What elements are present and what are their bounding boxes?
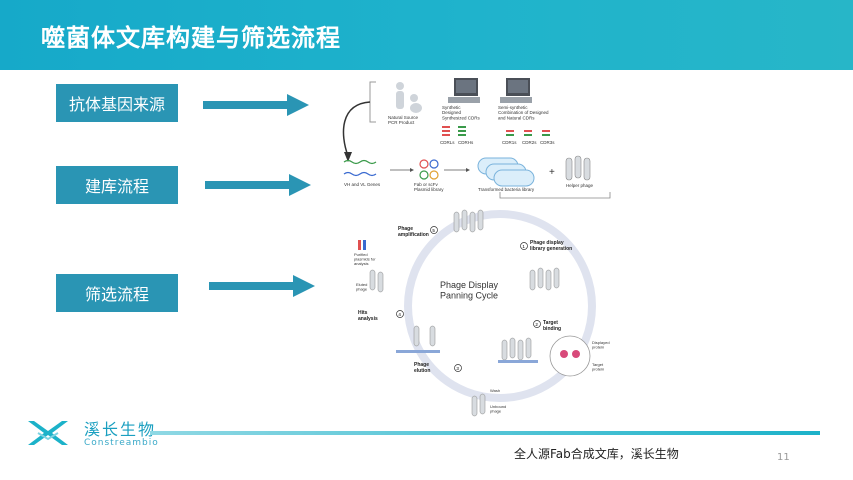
cdr2-text: CDR2s — [522, 140, 537, 145]
cdrl-text: CDRLs — [440, 140, 455, 145]
footer-divider — [150, 431, 820, 435]
step4-number-text: 4 — [398, 312, 401, 317]
step5-number-text: 5 — [432, 228, 435, 233]
step3-number-text: 3 — [456, 366, 459, 371]
cdr-bars-icon — [506, 130, 550, 136]
page-number: 11 — [777, 452, 790, 463]
constreambio-logo-icon — [28, 421, 68, 445]
transformed-bacteria-text: Transformed bacteria library — [478, 187, 535, 192]
computer-icon — [448, 78, 480, 103]
bracket-icon — [369, 81, 376, 123]
arrow-right-icon — [203, 94, 309, 116]
arrow-right-icon — [209, 275, 315, 297]
cdr3-text: CDR3s — [540, 140, 555, 145]
computer-icon — [500, 78, 532, 103]
arrow-down-icon — [344, 152, 352, 162]
vh-vl-text: VH and VL Genes — [344, 182, 381, 187]
label-antibody-gene-source: 抗体基因来源 — [56, 84, 178, 122]
label-screening-process: 筛选流程 — [56, 274, 178, 312]
phage-group-icon — [369, 209, 560, 417]
panning-cycle-ring — [404, 210, 596, 402]
plate-surface-icon — [396, 350, 538, 363]
zoom-target-binding-icon — [549, 335, 591, 377]
footer-caption: 全人源Fab合成文库，溪长生物 — [514, 447, 679, 461]
arrow-right-icon — [205, 174, 311, 196]
helper-phage-icon — [565, 155, 591, 181]
bacteria-library-icon — [477, 157, 535, 187]
logo-name-en: Constreambio — [84, 438, 159, 448]
human-silhouette-icon — [396, 82, 422, 113]
label-library-construction: 建库流程 — [56, 166, 178, 204]
step2-number-text: 2 — [535, 322, 538, 327]
plasmid-icon — [419, 159, 439, 180]
cdr1-text: CDR1s — [502, 140, 517, 145]
dna-genes-icon — [343, 159, 377, 177]
header-bar — [0, 0, 853, 70]
wash-text: Wash — [490, 388, 500, 393]
plus-text: + — [549, 167, 555, 178]
helper-phage-text: Helper phage — [566, 183, 594, 188]
logo-name-cn: 溪长生物 — [84, 420, 157, 439]
step1-number-text: 1 — [522, 244, 525, 249]
slide-title: 噬菌体文库构建与筛选流程 — [41, 24, 341, 52]
cdr-bars-icon — [442, 126, 466, 136]
cdrh-text: CDRHs — [458, 140, 474, 145]
